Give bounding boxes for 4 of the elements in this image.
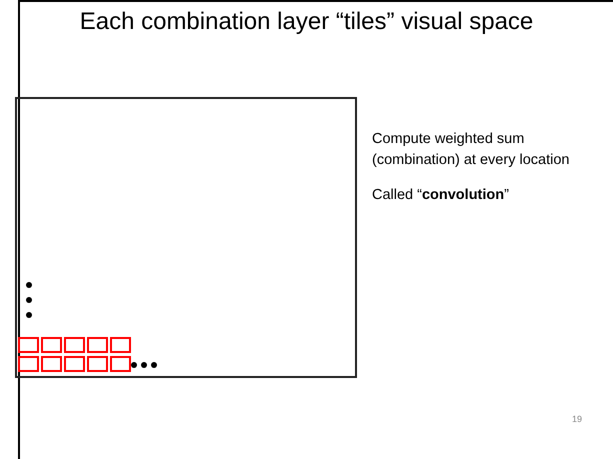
slide-title: Each combination layer “tiles” visual space: [78, 7, 534, 37]
body-text: Compute weighted sum (combination) at every location: [372, 130, 570, 170]
page-number: 19: [572, 414, 582, 424]
body-text: Called “convolution”: [372, 186, 510, 205]
